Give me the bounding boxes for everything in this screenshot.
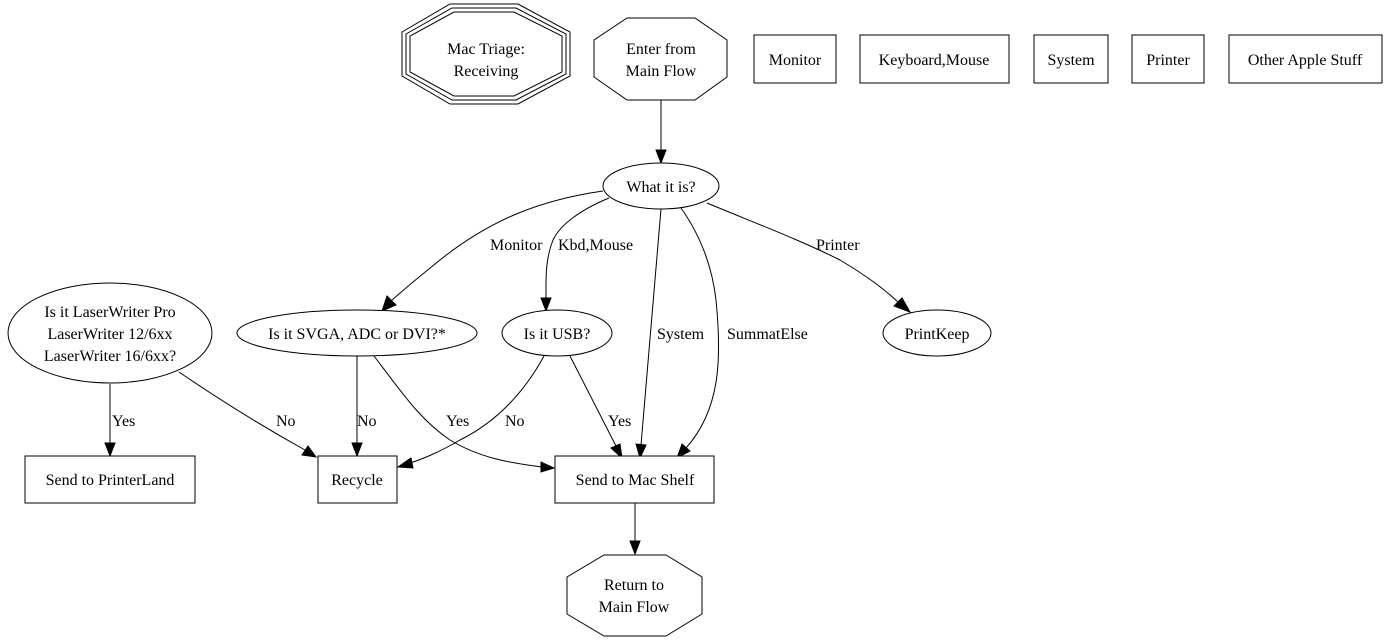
enter-line-2: Main Flow [626, 63, 697, 80]
node-enter-from-main-flow: Enter from Main Flow [593, 17, 728, 101]
node-send-to-mac-shelf: Send to Mac Shelf [554, 455, 715, 504]
arrowhead [540, 297, 552, 313]
node-printkeep: PrintKeep [882, 309, 992, 357]
edge-label-monitor: Monitor [490, 237, 543, 254]
recycle-label: Recycle [331, 472, 383, 489]
arrowhead [540, 461, 556, 473]
legend-system-label: System [1047, 52, 1095, 69]
arrowhead [104, 442, 116, 458]
legend-keyboard-label: Keyboard,Mouse [879, 52, 990, 69]
title-line-1: Mac Triage: [447, 41, 525, 58]
legend-system: System [1033, 34, 1109, 84]
title-line-2: Receiving [454, 63, 519, 80]
edge-what-to-svga: Monitor [381, 190, 604, 312]
enter-line-1: Enter from [626, 41, 696, 58]
edge-label-printer: Printer [816, 237, 860, 254]
return-line-2: Main Flow [599, 599, 670, 616]
edges: Monitor Kbd,Mouse System SummatElse Prin… [104, 100, 912, 556]
edge-svga-to-recycle: No [351, 356, 377, 458]
edge-label-yes-usb: Yes [608, 413, 631, 430]
edge-label-summatelse: SummatElse [727, 326, 808, 343]
laserwriter-line-2: LaserWriter 12/6xx [47, 326, 172, 343]
edge-usb-to-macshelf: Yes [569, 355, 631, 460]
node-recycle: Recycle [317, 455, 398, 504]
arrowhead [301, 445, 318, 458]
edge-label-no-svga: No [357, 413, 377, 430]
legend-keyboard-mouse: Keyboard,Mouse [859, 34, 1010, 84]
edge-label-no-laserwriter: No [276, 413, 296, 430]
arrowhead [893, 297, 912, 313]
printerland-label: Send to PrinterLand [46, 472, 175, 489]
edge-label-kbd-mouse: Kbd,Mouse [558, 237, 633, 254]
printkeep-label: PrintKeep [905, 326, 970, 343]
node-what-it-is: What it is? [602, 162, 720, 210]
edge-svga-to-macshelf: Yes [373, 355, 556, 473]
mac-shelf-label: Send to Mac Shelf [576, 472, 695, 489]
edge-laserwriter-to-printerland: Yes [104, 384, 135, 458]
arrowhead [676, 443, 691, 460]
legend-other-label: Other Apple Stuff [1248, 52, 1363, 69]
edge-laserwriter-to-recycle: No [178, 371, 318, 458]
edge-what-to-macshelf-system: System [635, 208, 705, 460]
legend-monitor-label: Monitor [769, 52, 822, 69]
edge-what-to-usb: Kbd,Mouse [540, 197, 633, 313]
edge-usb-to-recycle: No [396, 355, 545, 469]
node-title: Mac Triage: Receiving [401, 3, 571, 105]
node-laserwriter-question: Is it LaserWriter Pro LaserWriter 12/6xx… [7, 282, 213, 384]
edge-label-no-usb: No [505, 413, 525, 430]
arrowhead [635, 443, 647, 460]
edge-label-yes-svga: Yes [446, 413, 469, 430]
node-usb-question: Is it USB? [501, 309, 613, 357]
arrowhead [629, 540, 641, 556]
edge-label-system: System [657, 326, 705, 343]
laserwriter-line-3: LaserWriter 16/6xx? [44, 348, 176, 365]
arrowhead [351, 442, 363, 458]
legend-printer-label: Printer [1146, 52, 1190, 69]
edge-what-to-macshelf-summatelse: SummatElse [676, 207, 808, 460]
edge-label-yes-printerland: Yes [112, 413, 135, 430]
arrowhead [396, 457, 414, 469]
legend-monitor: Monitor [753, 34, 837, 84]
usb-label: Is it USB? [524, 326, 591, 343]
return-line-1: Return to [604, 577, 664, 594]
arrowhead [381, 295, 397, 312]
arrowhead [655, 149, 667, 165]
legend-printer: Printer [1131, 34, 1205, 84]
svga-label: Is it SVGA, ADC or DVI?* [268, 326, 446, 343]
laserwriter-line-1: Is it LaserWriter Pro [44, 304, 175, 321]
node-svga-question: Is it SVGA, ADC or DVI?* [236, 309, 478, 357]
legend-other-apple-stuff: Other Apple Stuff [1228, 34, 1383, 84]
node-return-to-main-flow: Return to Main Flow [566, 554, 703, 637]
edge-enter-to-what [655, 100, 667, 165]
edge-what-to-printkeep: Printer [706, 202, 912, 313]
node-send-to-printerland: Send to PrinterLand [24, 455, 196, 504]
edge-macshelf-to-return [629, 503, 641, 556]
what-it-is-label: What it is? [626, 179, 695, 196]
arrowhead [610, 443, 623, 460]
